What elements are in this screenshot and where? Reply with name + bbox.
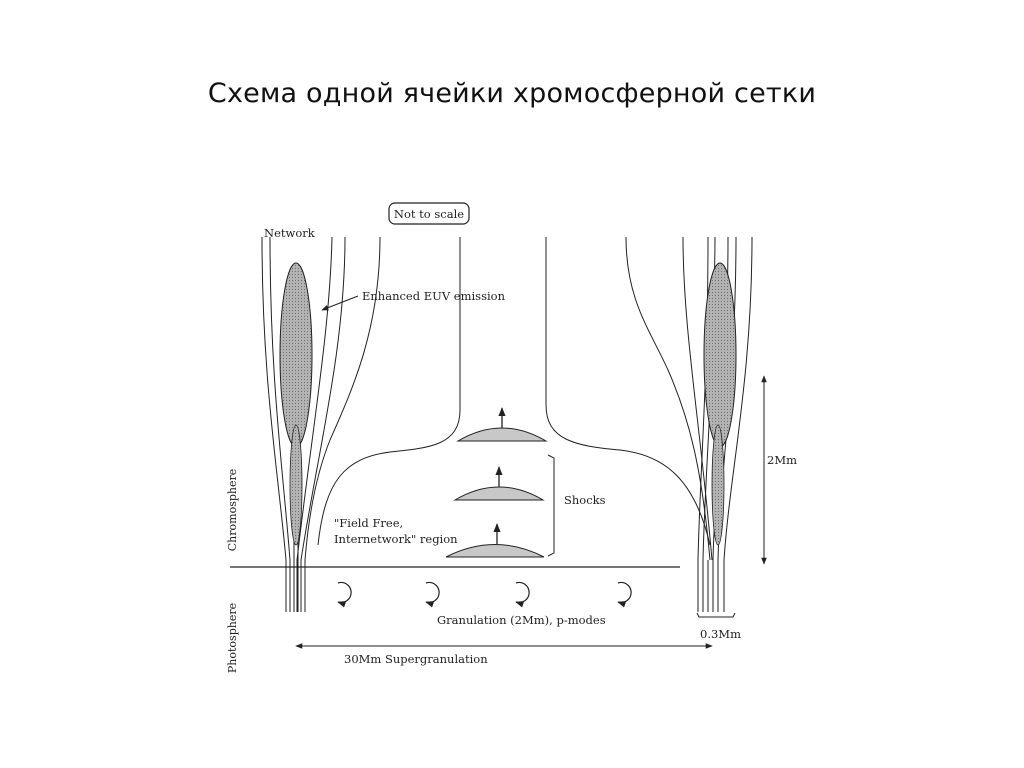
canopy-field-lines — [317, 236, 713, 561]
shock-front-top — [456, 427, 548, 442]
shock-fronts — [445, 407, 548, 558]
euv-emission-label: Enhanced EUV emission — [362, 289, 506, 303]
granulation-label: Granulation (2Mm), p-modes — [437, 613, 606, 627]
width-bracket — [696, 612, 736, 618]
left-emission-core — [289, 424, 303, 546]
right-emission-core — [711, 424, 725, 546]
granule-cell-1 — [337, 581, 352, 608]
width-label: 0.3Mm — [700, 627, 741, 641]
field-free-label-line1: "Field Free, — [334, 516, 403, 530]
granule-cell-3 — [515, 581, 530, 608]
field-free-label-line2: Internetwork" region — [334, 532, 458, 546]
left-emission-region — [279, 262, 313, 448]
shocks-label: Shocks — [564, 493, 606, 507]
granulation-cells — [337, 581, 632, 608]
granule-cell-2 — [425, 581, 440, 608]
shocks-bracket — [547, 454, 555, 557]
chromosphere-label: Chromosphere — [226, 469, 239, 551]
right-emission-region — [703, 262, 737, 448]
note-text: Not to scale — [394, 207, 464, 221]
shock-front-middle — [453, 486, 545, 501]
photosphere-label: Photosphere — [226, 603, 239, 673]
height-label: 2Mm — [767, 453, 797, 467]
network-label: Network — [264, 226, 316, 240]
note-box — [388, 202, 470, 225]
granule-cell-4 — [617, 581, 632, 608]
slide-title: Схема одной ячейки хромосферной сетки — [207, 78, 817, 109]
not-to-scale-note: Not to scale — [388, 202, 470, 225]
euv-pointer-arrow — [321, 295, 359, 311]
shock-front-bottom — [445, 544, 545, 558]
supergranulation-label: 30Mm Supergranulation — [344, 652, 488, 666]
